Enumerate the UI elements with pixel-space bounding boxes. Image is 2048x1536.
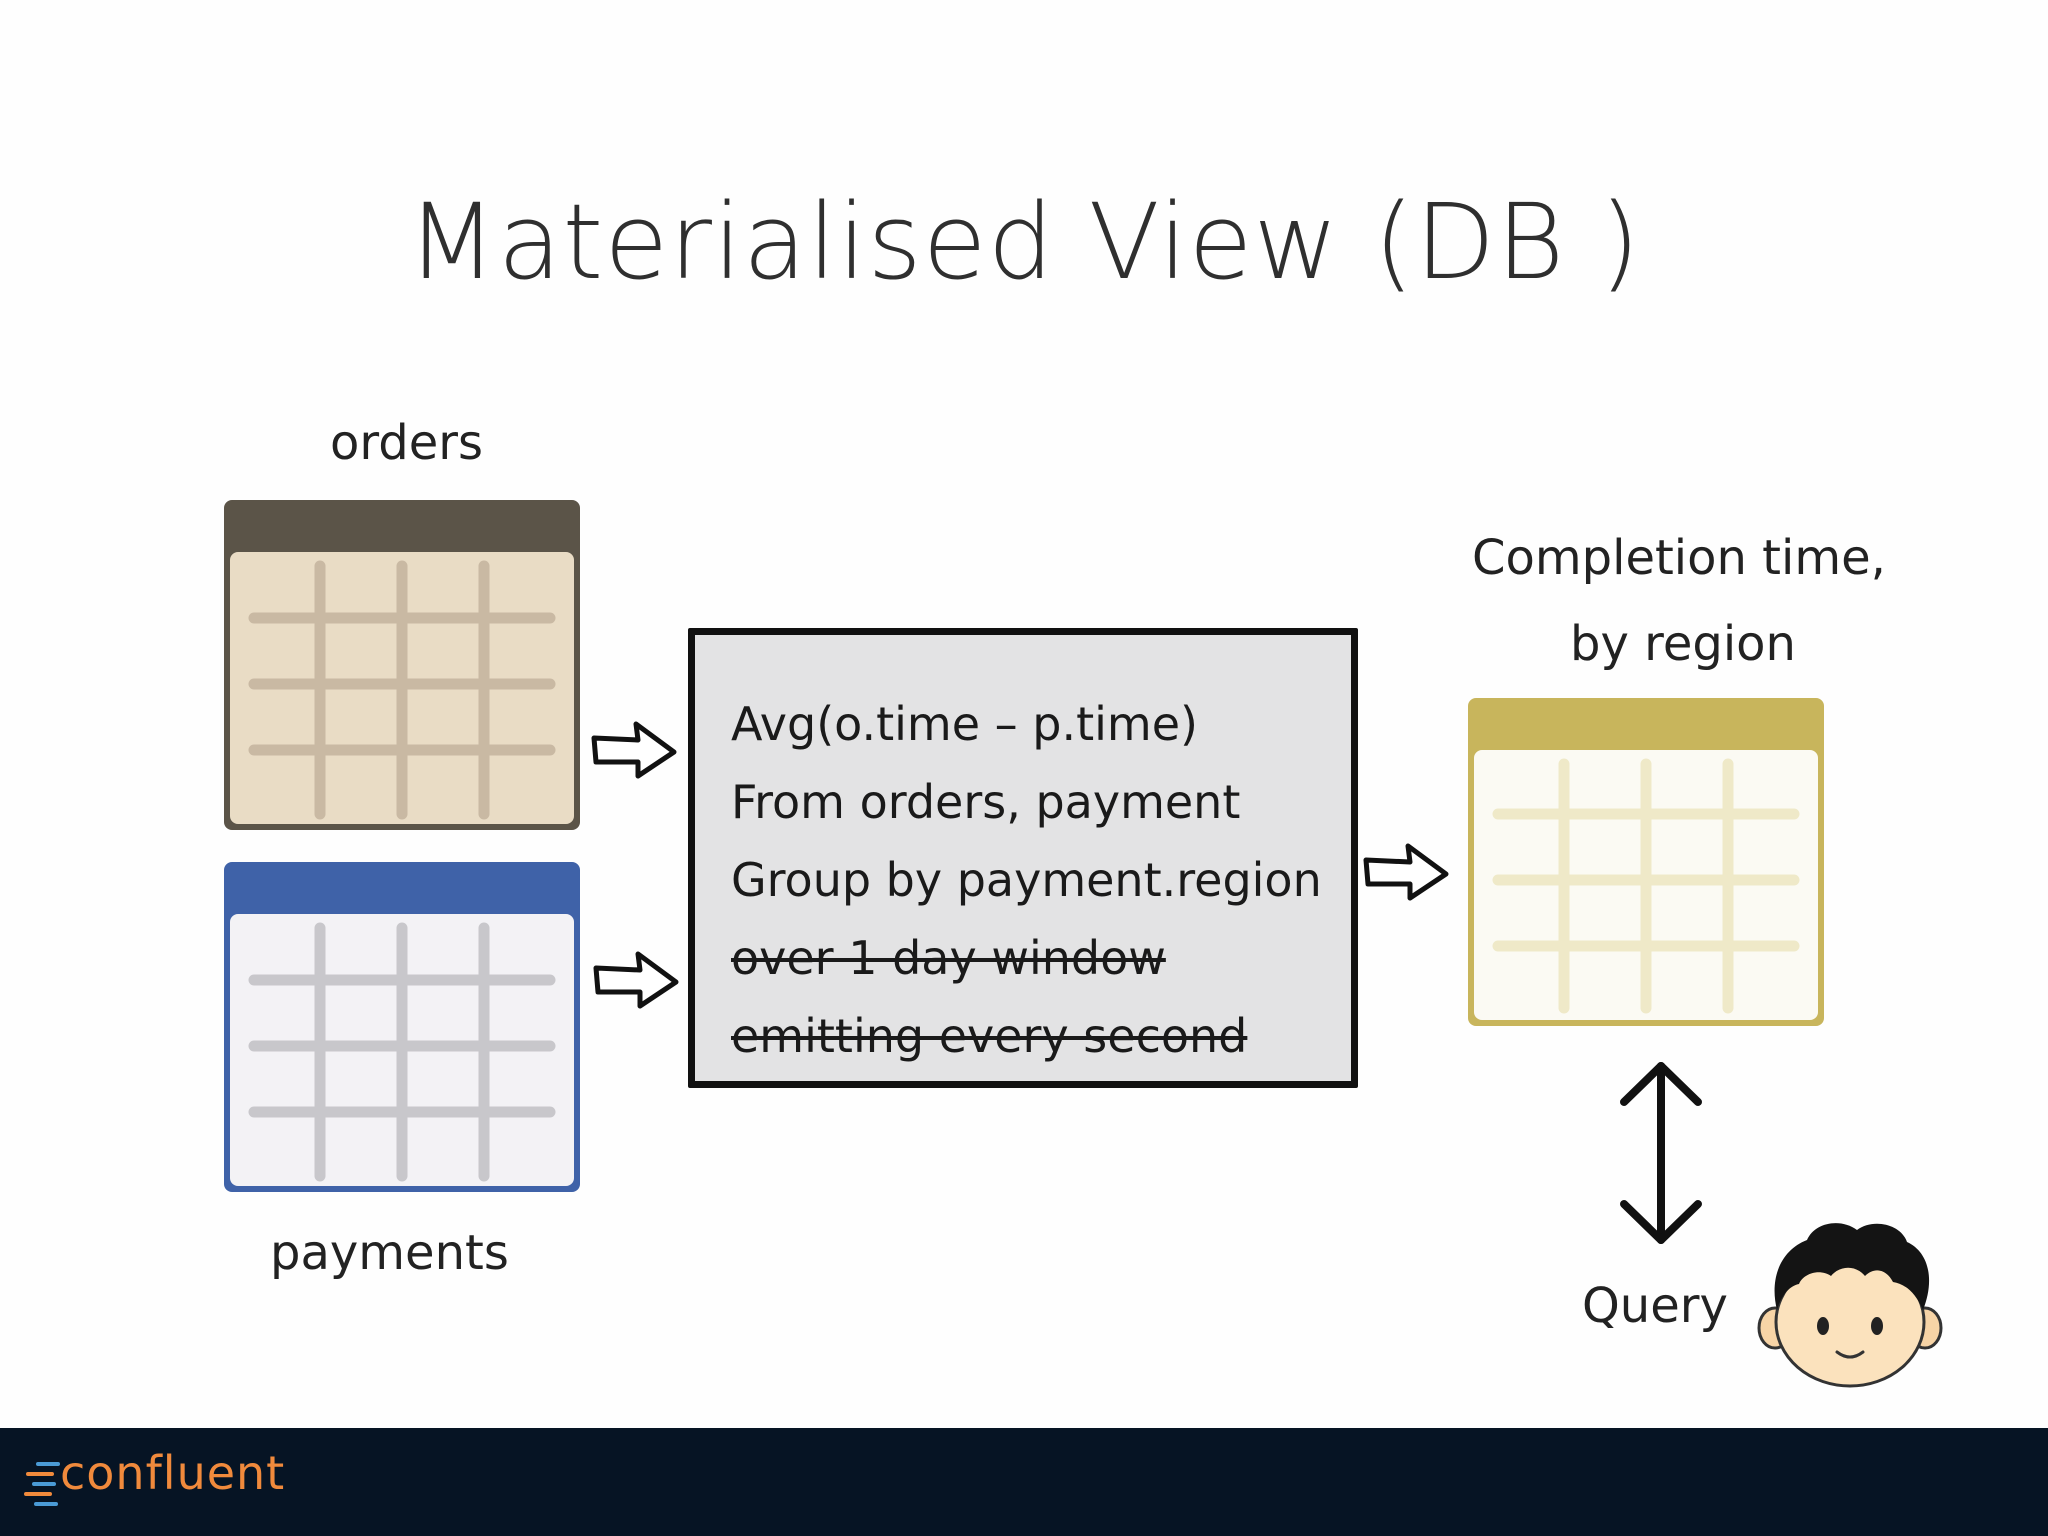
orders-to-query-arrow-icon: [591, 721, 677, 779]
result-table-icon: [1468, 698, 1824, 1026]
bidirectional-arrow-icon: [1620, 1062, 1702, 1244]
orders-table-icon: [224, 500, 580, 830]
query-label: Query: [1582, 1278, 1728, 1334]
query-line: Avg(o.time – p.time): [731, 697, 1198, 751]
payments-to-query-arrow-icon: [593, 951, 679, 1009]
query-line: From orders, payment: [731, 775, 1241, 829]
orders-grid: [248, 560, 556, 820]
result-grid: [1492, 758, 1800, 1014]
query-to-result-arrow-icon: [1363, 843, 1449, 901]
confluent-logo-icon: [24, 1462, 60, 1506]
user-avatar-icon: [1757, 1223, 1943, 1388]
orders-label: orders: [330, 415, 483, 471]
query-line-struck: over 1 day window: [731, 931, 1166, 985]
footer-bar: confluent: [0, 1428, 2048, 1536]
slide-title: Materialised View (DB ): [407, 181, 1641, 303]
result-label-line1: Completion time,: [1472, 530, 1886, 586]
payments-grid: [248, 922, 556, 1182]
brand-name: confluent: [60, 1446, 286, 1500]
query-line: Group by payment.region: [731, 853, 1322, 907]
payments-table-icon: [224, 862, 580, 1192]
result-label-line2: by region: [1570, 616, 1796, 672]
query-line-struck: emitting every second: [731, 1009, 1248, 1063]
query-box: Avg(o.time – p.time) From orders, payment…: [688, 628, 1358, 1088]
payments-label: payments: [270, 1225, 509, 1281]
